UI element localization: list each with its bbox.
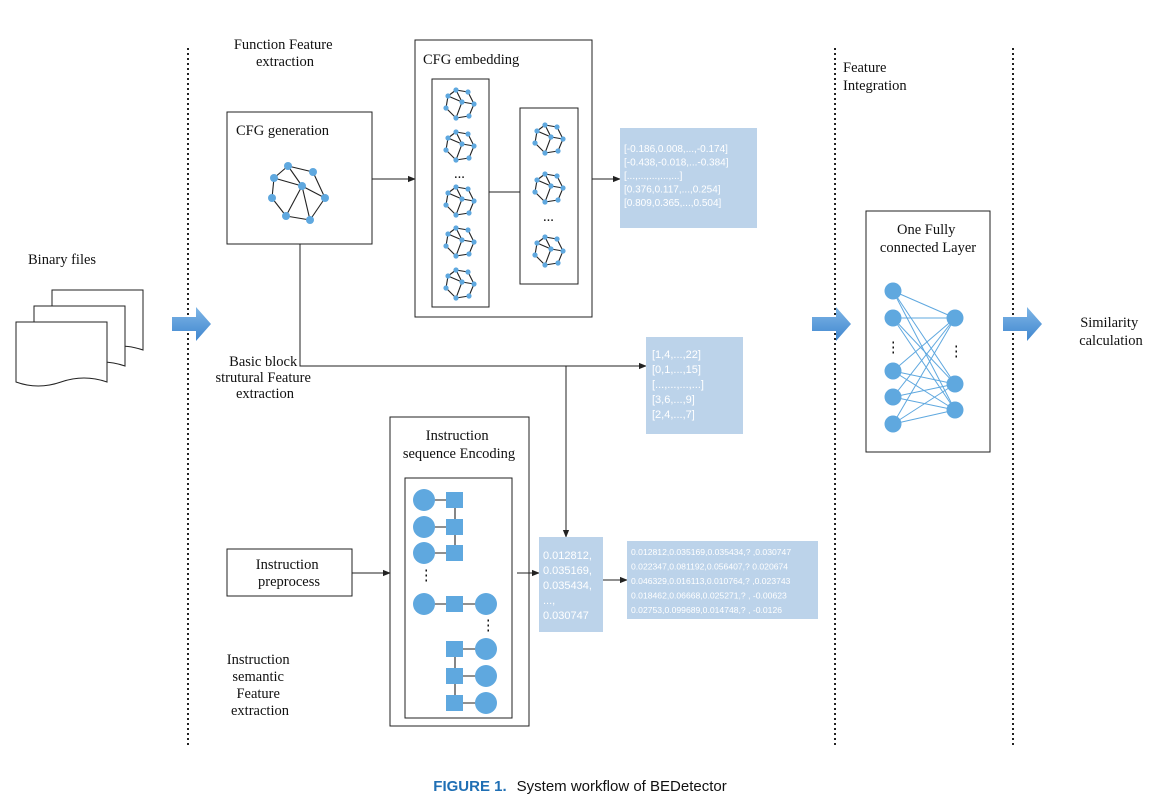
cfg-embedding-label: CFG embedding (423, 52, 519, 68)
blue-arrow-2 (812, 307, 851, 341)
basic-block-connector (299, 244, 647, 370)
instr-matrix-box: 0.012812,0.035169,0.035434,? ,0.030747 0… (627, 541, 818, 619)
fc-nodes (884, 282, 964, 433)
fc-edge (892, 383, 956, 398)
vdots-encoding-2: ⋮ (481, 618, 496, 634)
blue-arrow-1 (172, 307, 211, 341)
vdots-fc-left: ⋮ (886, 340, 901, 356)
fc-edge (892, 290, 956, 385)
fc-neuron (884, 362, 902, 380)
fc-edge (892, 370, 956, 385)
caption-text: System workflow of BEDetector (517, 778, 727, 795)
document-stack-icon (15, 289, 144, 387)
instruction-preprocess-label: Instruction preprocess (256, 557, 322, 590)
fc-edge (892, 317, 956, 372)
fc-network (892, 290, 956, 425)
fc-neuron (946, 375, 964, 393)
blue-arrow-3 (1003, 307, 1042, 341)
instruction-encoding-box: Instruction sequence Encoding ⋮ ⋮ (389, 416, 530, 727)
instr-vector-box: 0.012812, 0.035169, 0.035434, ..., 0.030… (539, 537, 603, 632)
cfg-embedding-box: CFG embedding ... ... (414, 39, 593, 318)
cfg-vector-box: [-0.186,0.008,...,-0.174] [-0.438,-0.018… (620, 128, 757, 228)
fc-neuron (884, 415, 902, 433)
fc-neuron (884, 309, 902, 327)
block-vector-text: [1,4,...,22] [0,1,...,15] [...,...,...,.… (652, 349, 707, 421)
instruction-encoding-label: Instruction sequence Encoding (403, 428, 515, 462)
encoding-network: ⋮ ⋮ (413, 489, 497, 714)
instr-vector-text: 0.012812, 0.035169, 0.035434, ..., 0.030… (543, 550, 595, 622)
fc-neuron (884, 388, 902, 406)
caption-label: FIGURE 1. (433, 778, 506, 795)
figure-caption: FIGURE 1. System workflow of BEDetector (433, 778, 726, 795)
fc-edge (892, 290, 956, 319)
fc-edge (892, 317, 956, 411)
cfg-vector-text: [-0.186,0.008,...,-0.174] [-0.438,-0.018… (624, 144, 731, 209)
binary-files-label: Binary files (28, 252, 96, 268)
cfg-generation-box: CFG generation (226, 111, 373, 245)
ellipsis-col2: ... (543, 209, 554, 225)
cfg-generation-label: CFG generation (236, 123, 330, 139)
vdots-fc-right: ⋮ (949, 344, 964, 360)
ellipsis-col1: ... (454, 166, 465, 182)
instruction-semantic-label: Instruction semantic Feature extraction (227, 652, 293, 719)
dotted-separators (187, 48, 1014, 746)
fc-neuron (884, 282, 902, 300)
fc-neuron (946, 309, 964, 327)
embedding-column-2 (519, 107, 579, 285)
fc-edge (892, 409, 956, 425)
embedding-column-1 (431, 78, 490, 308)
function-feature-label: Function Feature extraction (234, 37, 336, 70)
fc-neuron (946, 401, 964, 419)
cfg-graph-icon (268, 162, 329, 224)
basic-block-label: Basic block strutural Feature extraction (215, 354, 314, 402)
fc-edge (892, 317, 956, 385)
vdots-encoding-1: ⋮ (419, 568, 434, 584)
instr-matrix-text: 0.012812,0.035169,0.035434,? ,0.030747 0… (631, 547, 793, 615)
instruction-preprocess-box: Instruction preprocess (226, 548, 353, 597)
fc-edge (892, 383, 956, 425)
fc-edge (892, 317, 956, 398)
fc-edge (892, 317, 956, 425)
block-vector-box: [1,4,...,22] [0,1,...,15] [...,...,...,.… (646, 337, 743, 434)
fc-layer-label: One Fully connected Layer (880, 222, 976, 256)
feature-integration-label: Feature Integration (843, 60, 907, 94)
fc-layer-box: One Fully connected Layer ⋮ ⋮ (865, 210, 991, 453)
similarity-label: Similarity calculation (1079, 315, 1143, 349)
